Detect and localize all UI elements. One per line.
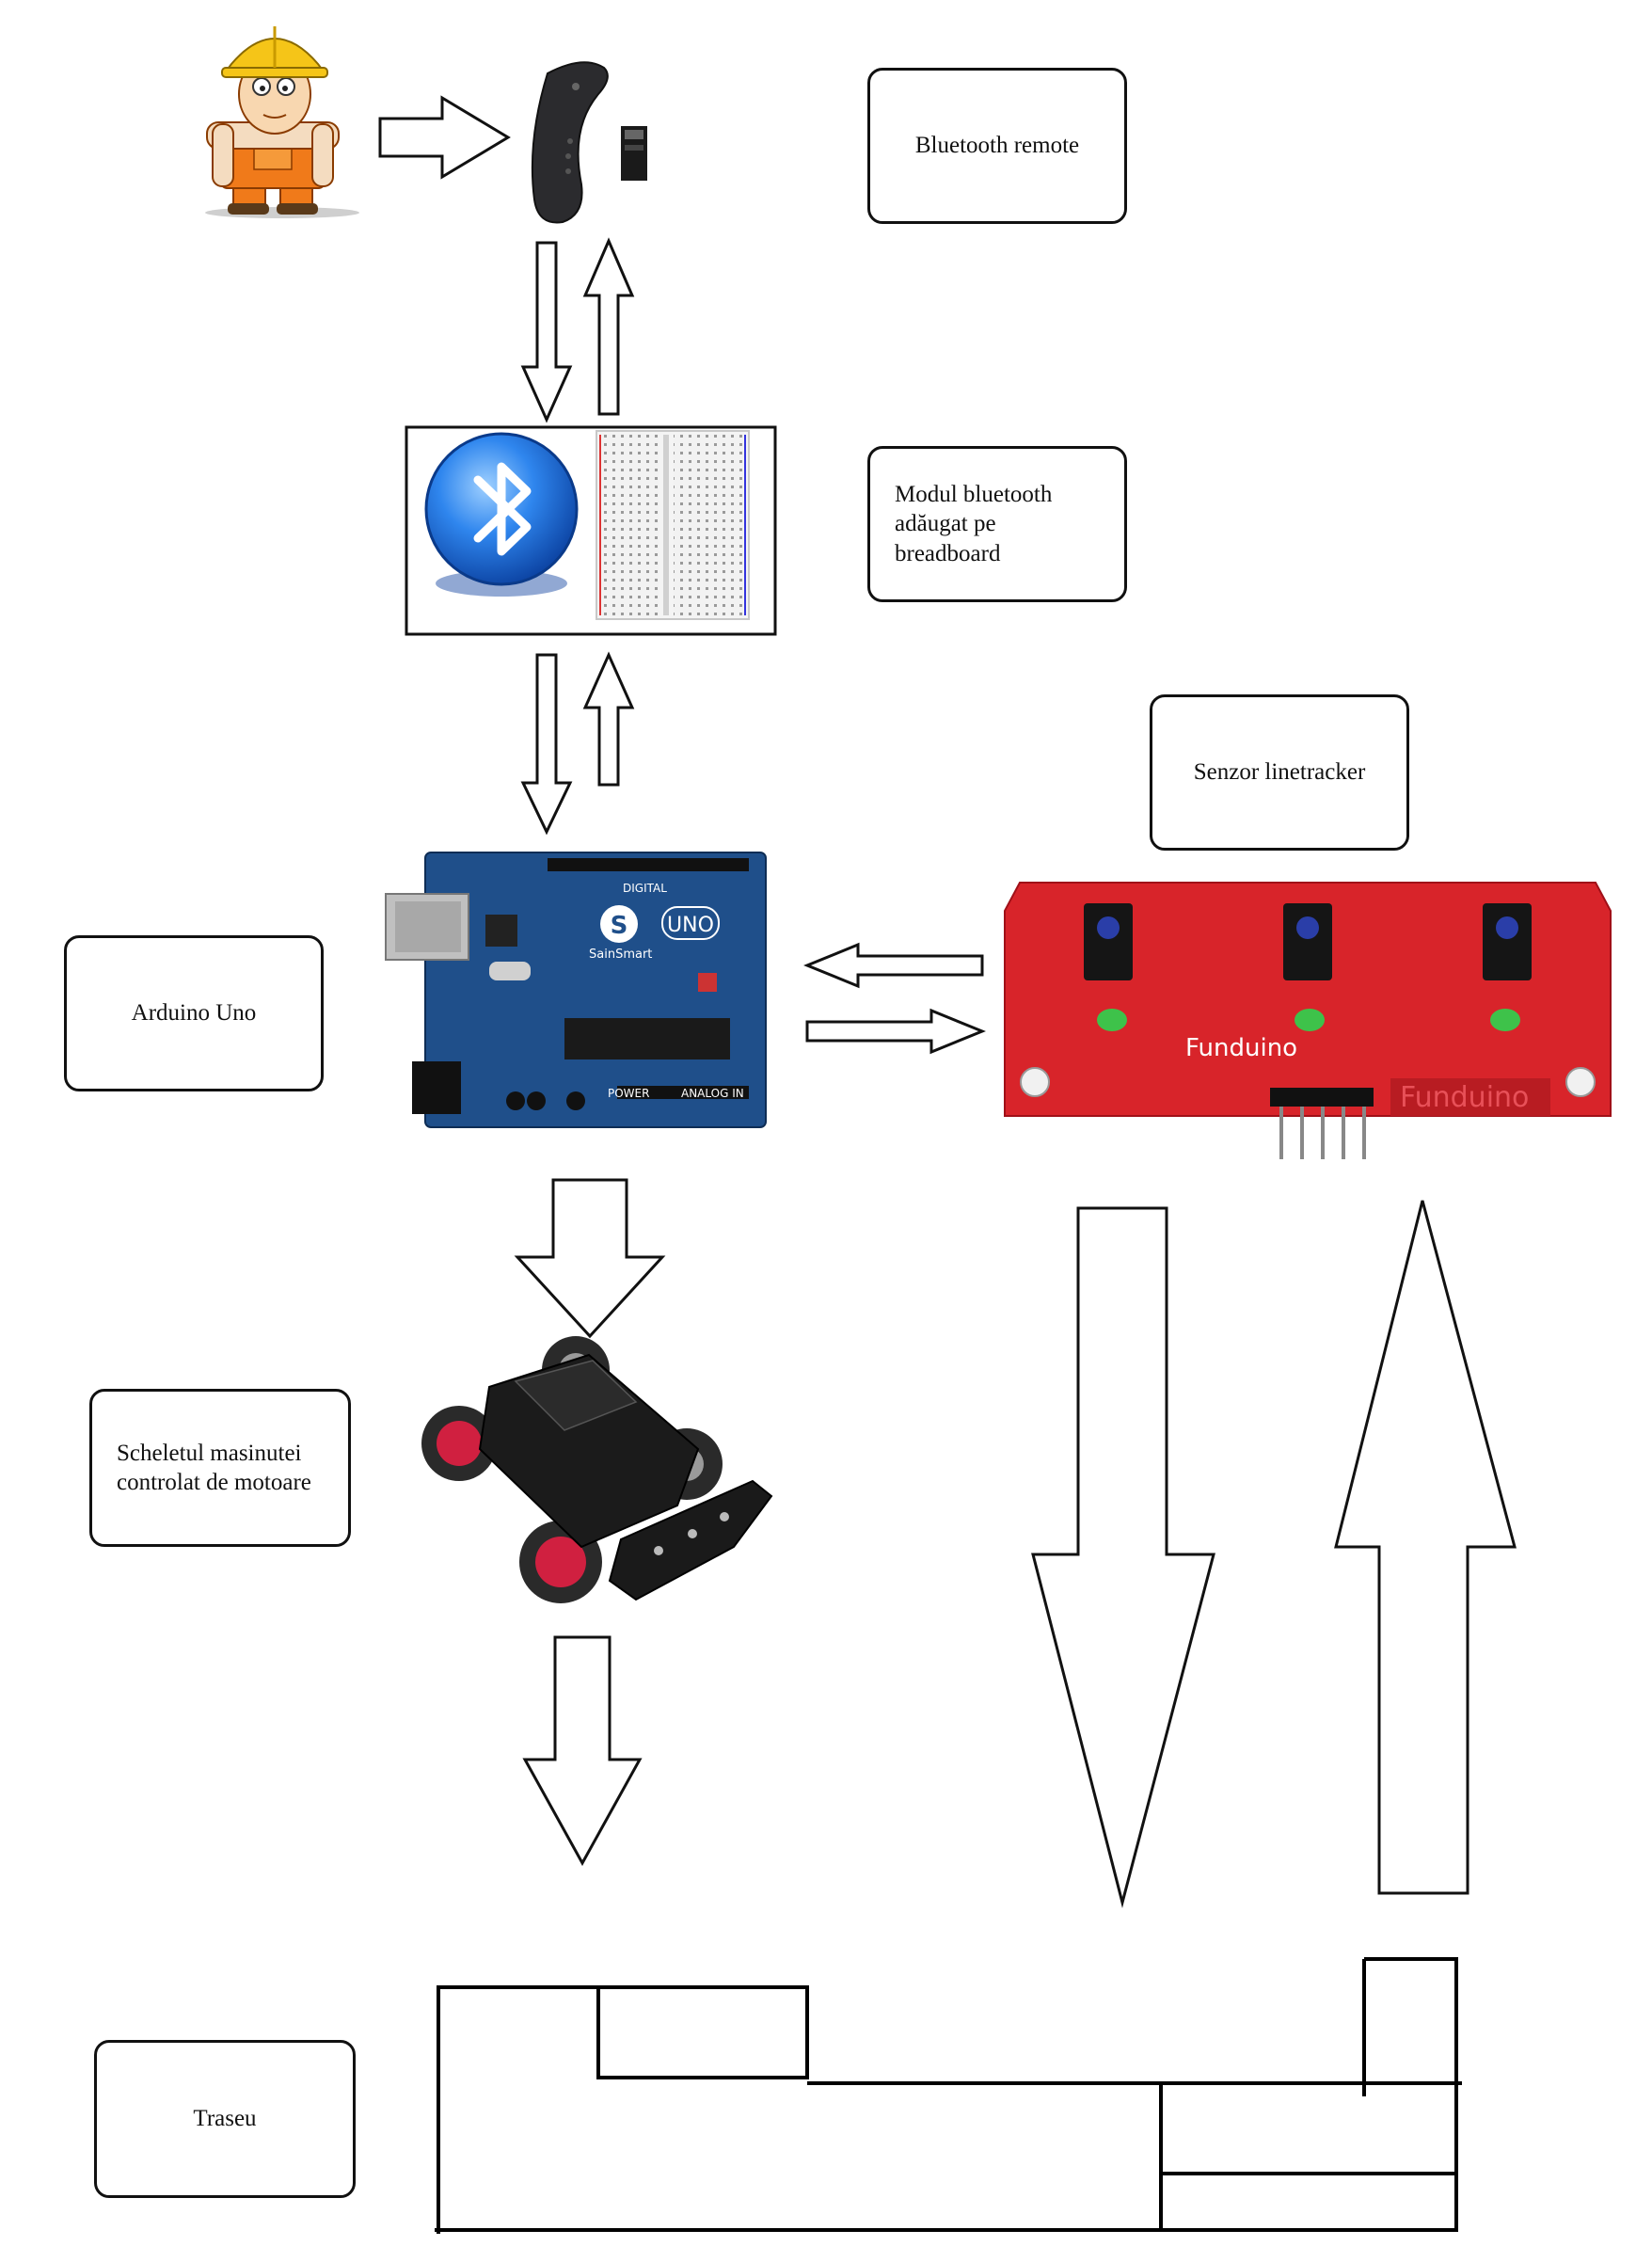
arrow-down <box>522 1635 643 1867</box>
track-drawing <box>435 1957 1462 2234</box>
svg-text:SainSmart: SainSmart <box>589 948 652 962</box>
svg-text:POWER: POWER <box>608 1087 649 1100</box>
label-text: Traseu <box>193 2106 257 2132</box>
worker-icon <box>205 26 359 218</box>
label-bluetooth-remote: Bluetooth remote <box>867 68 1127 224</box>
bluetooth-icon <box>424 432 579 597</box>
arrow-right <box>378 95 511 180</box>
arrow-down <box>514 1178 666 1339</box>
arrow-up <box>582 651 635 787</box>
robot-car-icon <box>421 1336 773 1603</box>
svg-text:DIGITAL: DIGITAL <box>623 882 667 895</box>
arrow-up <box>582 237 635 416</box>
label-bt-module: Modul bluetooth adăugat pe breadboard <box>867 446 1127 602</box>
label-text: Bluetooth remote <box>914 133 1080 159</box>
svg-text:Funduino: Funduino <box>1400 1081 1529 1114</box>
svg-text:S: S <box>611 912 628 940</box>
arrow-down <box>520 653 573 836</box>
label-chassis: Scheletul masinutei controlat de motoare <box>89 1389 351 1547</box>
label-linetracker: Senzor linetracker <box>1150 694 1409 851</box>
label-text: Senzor linetracker <box>1193 759 1366 786</box>
arrow-down-large <box>1031 1206 1215 1908</box>
arrow-right <box>805 1008 986 1055</box>
label-text: Scheletul masinutei controlat de motoare <box>117 1440 311 1495</box>
arrow-down <box>520 241 573 423</box>
label-text: Modul bluetooth adăugat pe breadboard <box>895 482 1053 566</box>
label-arduino: Arduino Uno <box>64 935 324 1091</box>
label-track: Traseu <box>94 2040 356 2198</box>
remote-control-icon <box>531 61 647 224</box>
svg-text:ANALOG IN: ANALOG IN <box>681 1087 744 1100</box>
arduino-board-icon: S SainSmart UNO DIGITAL POWER ANALOG IN <box>385 852 767 1128</box>
svg-text:UNO: UNO <box>667 914 714 937</box>
label-text: Arduino Uno <box>131 1000 257 1027</box>
arrow-left <box>803 942 984 989</box>
arrow-up-large <box>1334 1200 1517 1895</box>
line-sensor-icon: Funduino Funduino <box>1004 882 1612 1159</box>
breadboard-icon <box>596 430 750 620</box>
svg-text:Funduino: Funduino <box>1185 1034 1297 1062</box>
